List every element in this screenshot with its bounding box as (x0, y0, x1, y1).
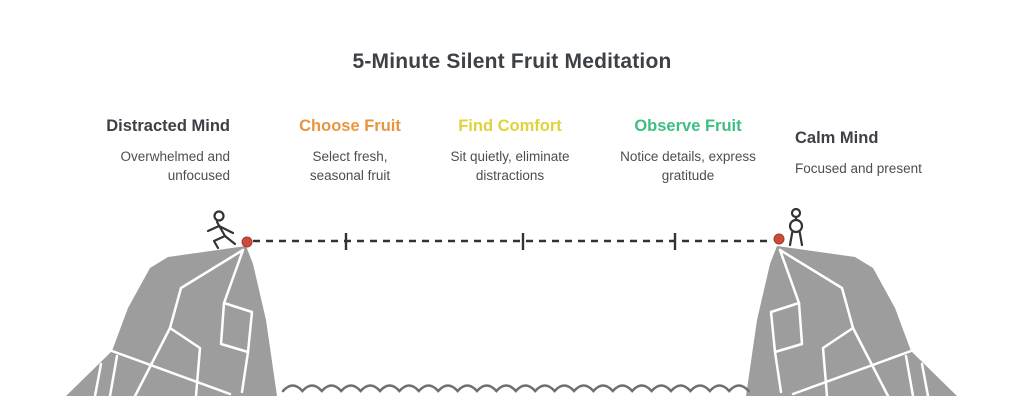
right-cliff (744, 244, 959, 398)
stage-label: Observe Fruit (634, 117, 742, 135)
stage-description: Select fresh, seasonal fruit (309, 149, 391, 184)
stage-description: Overwhelmed and unfocused (120, 149, 230, 184)
standing-figure-icon (788, 207, 804, 247)
rope-tick-marks (344, 233, 677, 250)
water-wave (281, 384, 750, 393)
stage-find-comfort: Find Comfort Sit quietly, eliminate dist… (428, 117, 592, 185)
right-anchor-dot (773, 233, 785, 245)
stage-label: Distracted Mind (106, 117, 230, 135)
stage-choose-fruit: Choose Fruit Select fresh, seasonal frui… (280, 117, 420, 185)
stage-description: Notice details, express gratitude (620, 149, 756, 184)
stage-distracted-mind: Distracted Mind Overwhelmed and unfocuse… (60, 117, 230, 185)
stage-observe-fruit: Observe Fruit Notice details, express gr… (606, 117, 770, 185)
stage-label: Choose Fruit (299, 117, 401, 135)
stage-description: Sit quietly, eliminate distractions (450, 149, 570, 184)
stage-label: Calm Mind (795, 129, 879, 147)
page-title: 5-Minute Silent Fruit Meditation (352, 50, 672, 73)
left-cliff (64, 244, 279, 398)
rope-dashed-line (253, 233, 771, 250)
walking-figure-icon (206, 210, 237, 250)
stage-description: Focused and present (795, 161, 922, 176)
stage-calm-mind: Calm Mind Focused and present (795, 129, 970, 178)
stage-label: Find Comfort (458, 117, 562, 135)
left-anchor-dot (241, 236, 253, 248)
